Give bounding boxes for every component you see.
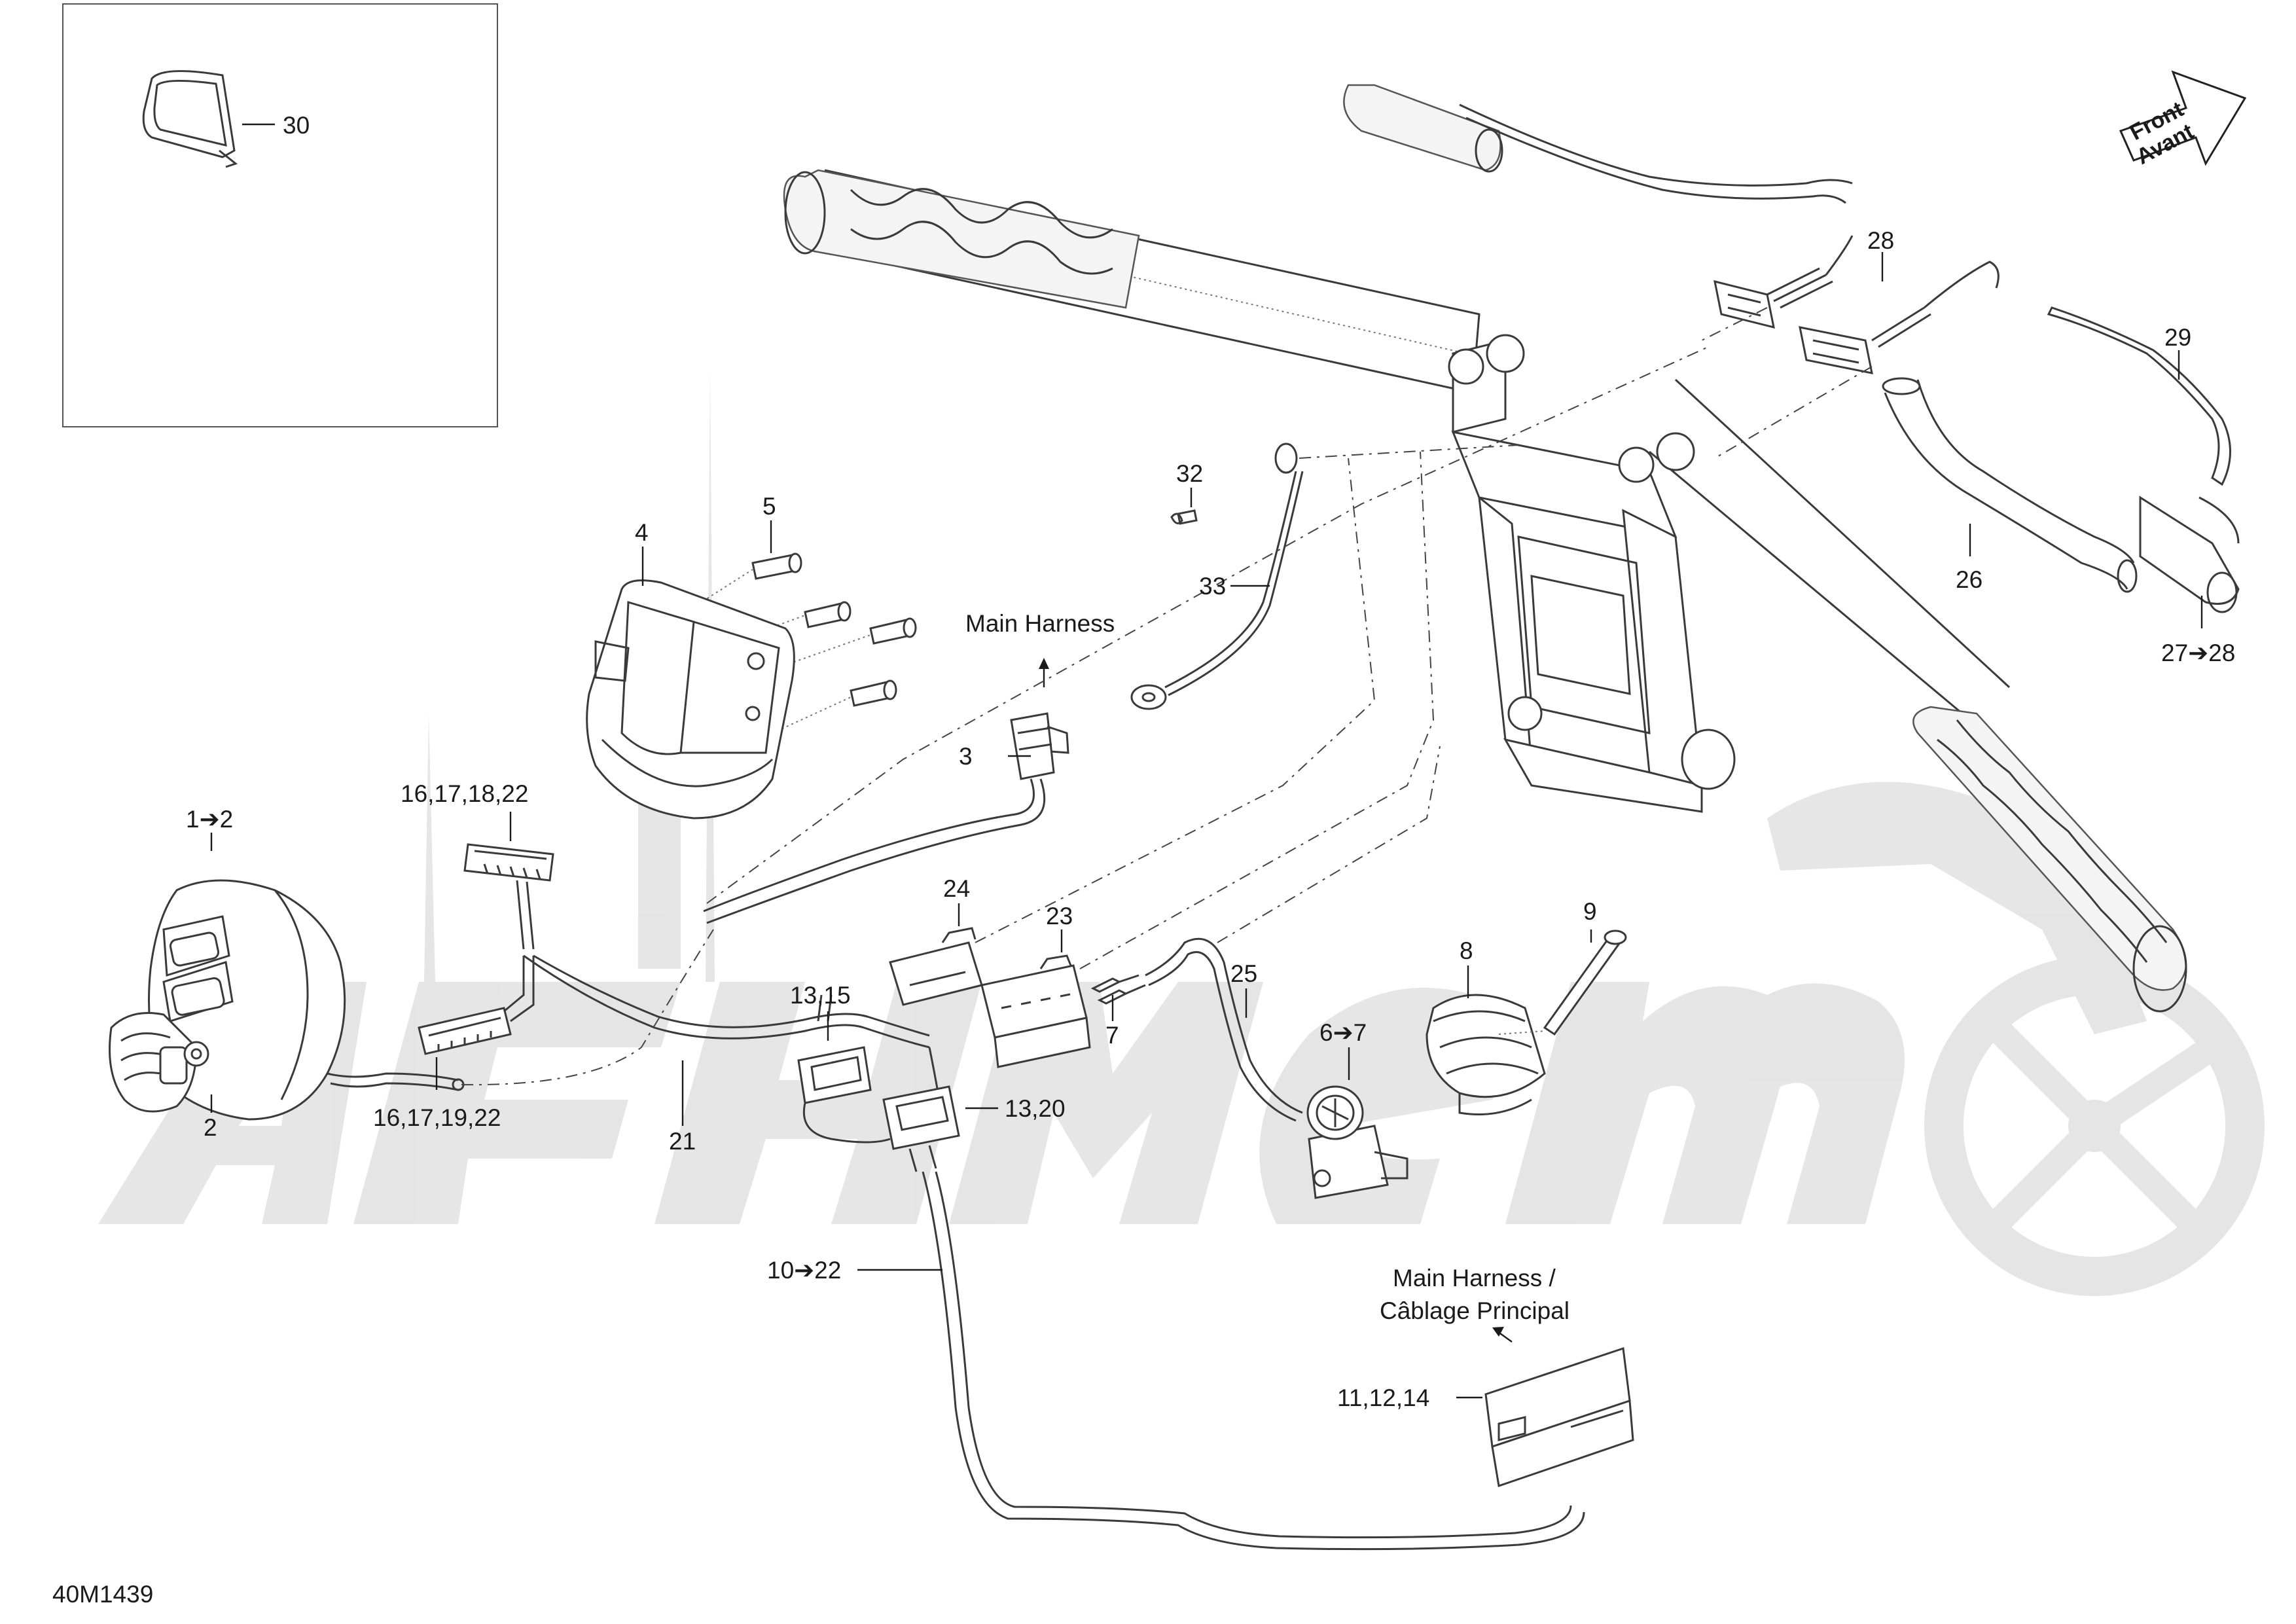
callout-10-22: 10➔22 [767,1257,841,1284]
dash-24 [975,458,1376,943]
terminals-7 [1090,974,1146,1005]
callout-16-17-19-22: 16,17,19,22 [373,1104,501,1131]
connector-pair-top [1713,235,2000,374]
callout-11-12-14: 11,12,14 [1337,1384,1429,1411]
dash-25 [1217,746,1441,943]
arrow-main-harness-bottom [1492,1327,1504,1337]
part-9-pin [1543,929,1627,1036]
switch-6 [1306,1085,1408,1199]
document-id: 40M1439 [52,1581,153,1608]
callout-3: 3 [959,743,973,770]
callout-32: 32 [1176,460,1203,487]
callout-26: 26 [1956,566,1982,593]
housing-4 [586,579,795,820]
switch-module-1 [109,879,465,1121]
harness-to-3 [706,778,1046,924]
ground-strap [1130,442,1304,710]
callout-4: 4 [635,519,649,546]
handlebar [783,169,2187,1013]
main-harness-label-top: Main Harness [965,610,1115,637]
connector-3 [1010,712,1069,780]
connector-16-17-19-22 [418,956,535,1055]
connector-13-15 [797,1046,891,1144]
callout-8: 8 [1460,937,1473,964]
callout-28: 28 [1867,227,1894,254]
bolts-5 [680,552,917,734]
callout-13-15: 13,15 [790,982,851,1009]
part-27-sleeve [2139,496,2240,613]
callout-27-28: 27➔28 [2161,640,2235,666]
inset-frame [62,3,498,427]
connector-13-20 [882,1085,960,1172]
throttle-grip [1343,84,1853,204]
main-harness-label-bottom-line1: Main Harness / [1393,1265,1556,1291]
callout-13-20: 13,20 [1005,1095,1066,1122]
callout-25: 25 [1230,960,1257,987]
part-8-knob [1426,994,1546,1115]
part-29-cable [2047,306,2231,486]
watermark-logo [98,367,2265,1296]
front-arrow [2119,70,2247,166]
callout-2: 2 [204,1114,217,1141]
callout-21: 21 [669,1128,696,1155]
main-harness-label-bottom-line2: Câblage Principal [1380,1297,1570,1324]
callout-5: 5 [762,493,776,520]
dash-switch-harness [461,929,714,1086]
callout-6-7: 6➔7 [1319,1019,1367,1046]
part-26-tube [1882,377,2138,593]
callout-24: 24 [943,875,970,902]
part-30-clip [142,70,238,168]
connector-16-17-18-22 [463,843,554,950]
callout-9: 9 [1583,898,1597,925]
connector-23 [980,954,1091,1068]
callout-7: 7 [1105,1022,1119,1049]
connector-11-12-14 [1484,1346,1634,1487]
callout-16-17-18-22: 16,17,18,22 [401,780,528,807]
callout-29: 29 [2164,324,2191,351]
dash-main [706,346,1709,904]
dash-connectors [1701,307,1873,459]
callout-33: 33 [1199,573,1226,600]
callout-1-2: 1➔2 [186,806,233,833]
callout-23: 23 [1046,903,1073,929]
harness-10-22 [922,1171,1585,1551]
dot-8-9 [1498,1030,1545,1035]
dash-23 [1079,451,1435,969]
harness-25 [1145,937,1303,1122]
harness-to-3b [703,778,1035,912]
leader-ground-riser [1299,444,1519,459]
arrow-main-harness-top [1039,658,1049,669]
callout-30: 30 [283,112,310,139]
